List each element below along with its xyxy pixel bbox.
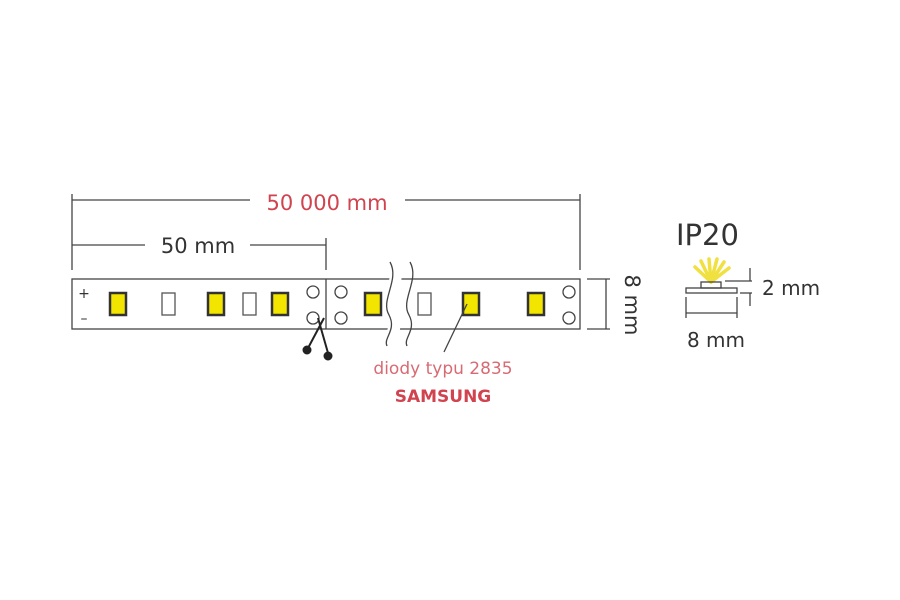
strip-width-dimension: 8 mm (587, 275, 644, 336)
led-chip (461, 291, 481, 317)
diode-brand-label: SAMSUNG (395, 387, 492, 407)
led-chip (363, 291, 383, 317)
light-emission-icon (693, 257, 731, 284)
led-chip (108, 291, 128, 317)
break-mark (383, 259, 414, 349)
plus-label: + (78, 286, 90, 302)
total-length-label: 50 000 mm (266, 191, 387, 215)
led-strip: + – (71, 259, 581, 349)
led-chip (206, 291, 226, 317)
total-length-dimension: 50 000 mm (71, 191, 581, 270)
height-label: 2 mm (762, 276, 820, 300)
led-chip-empty (417, 292, 432, 316)
strip-width-label: 8 mm (620, 275, 644, 336)
led-chip-empty (161, 292, 176, 316)
scissors-icon (302, 317, 333, 361)
ip-rating-label: IP20 (676, 218, 739, 252)
segment-length-label: 50 mm (161, 234, 235, 258)
led-chip (270, 291, 290, 317)
diode-leader-line (443, 303, 468, 353)
solder-pads (306, 285, 576, 325)
cross-section: IP20 2 mm 8 mm (676, 218, 820, 352)
segment-length-dimension: 50 mm (72, 234, 327, 270)
led-chip (526, 291, 546, 317)
width-label: 8 mm (687, 328, 745, 352)
led-chip-empty (242, 292, 257, 316)
diode-type-label: diody typu 2835 (373, 359, 512, 379)
minus-label: – (81, 311, 88, 327)
